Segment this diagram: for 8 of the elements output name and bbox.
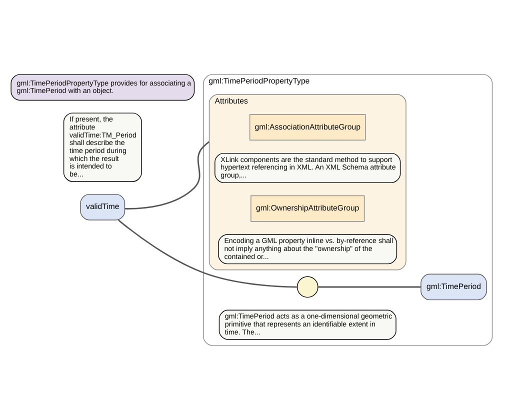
connector	[118, 220, 298, 288]
node-box: gml:OwnershipAttributeGroup	[250, 195, 365, 222]
connector	[318, 286, 421, 288]
node-box: gml:AssociationAttributeGroup	[250, 114, 366, 140]
connector	[124, 141, 210, 210]
node-circle	[296, 276, 318, 298]
node-box: validTime	[80, 194, 126, 220]
node-box: gml:TimePeriod	[420, 274, 487, 300]
